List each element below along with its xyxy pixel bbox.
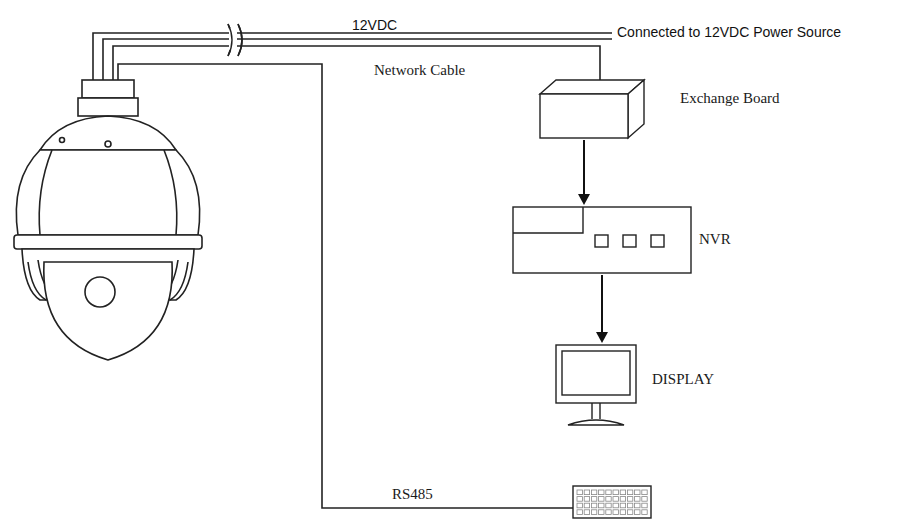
box-side bbox=[628, 80, 644, 138]
nvr-case bbox=[513, 207, 691, 273]
key bbox=[577, 497, 582, 502]
signal-label: RS485 bbox=[392, 486, 433, 503]
display-monitor-outline bbox=[556, 345, 636, 425]
key bbox=[642, 510, 647, 515]
dome-band bbox=[14, 235, 202, 249]
key bbox=[584, 503, 589, 508]
network-cable bbox=[113, 46, 600, 84]
key bbox=[635, 503, 640, 508]
key bbox=[577, 490, 582, 495]
keyboard-keys bbox=[577, 490, 647, 514]
node-label: NVR bbox=[699, 231, 731, 248]
key bbox=[642, 490, 647, 495]
key bbox=[591, 490, 596, 495]
key bbox=[642, 497, 647, 502]
key bbox=[606, 497, 611, 502]
node-label: DISPLAY bbox=[652, 371, 714, 388]
key bbox=[599, 497, 604, 502]
keyboard-body bbox=[573, 486, 651, 518]
key bbox=[591, 497, 596, 502]
speed-dome-camera bbox=[14, 80, 202, 360]
key bbox=[584, 497, 589, 502]
arrow-head bbox=[578, 194, 590, 205]
nvr-box-outline bbox=[513, 207, 691, 273]
key bbox=[599, 503, 604, 508]
power-note: Connected to 12VDC Power Source bbox=[617, 24, 841, 40]
flow-arrow bbox=[596, 275, 608, 343]
box-front bbox=[540, 94, 628, 138]
lens bbox=[85, 277, 115, 307]
key bbox=[591, 510, 596, 515]
monitor-bezel bbox=[556, 345, 636, 403]
power-cable bbox=[93, 33, 612, 80]
key bbox=[577, 510, 582, 515]
key bbox=[591, 503, 596, 508]
key bbox=[613, 503, 618, 508]
key bbox=[635, 490, 640, 495]
key bbox=[635, 497, 640, 502]
monitor-neck bbox=[592, 403, 600, 419]
dome-upper bbox=[16, 150, 199, 235]
mount-neck bbox=[78, 98, 138, 116]
power-cable bbox=[103, 39, 612, 80]
exchange-board-outline bbox=[540, 80, 644, 138]
arrow-shaft bbox=[601, 275, 603, 333]
key bbox=[627, 510, 632, 515]
key bbox=[613, 497, 618, 502]
screw bbox=[60, 138, 65, 143]
dome-seam bbox=[39, 150, 177, 235]
key bbox=[577, 503, 582, 508]
dome-bubble bbox=[44, 262, 172, 360]
key bbox=[606, 510, 611, 515]
box-top bbox=[540, 80, 644, 94]
break-mark bbox=[228, 24, 242, 56]
monitor-stand bbox=[568, 420, 624, 425]
arrow-shaft bbox=[583, 140, 585, 195]
key bbox=[606, 503, 611, 508]
key bbox=[620, 503, 625, 508]
dome-cap bbox=[40, 116, 176, 150]
key bbox=[620, 510, 625, 515]
break-mark bbox=[228, 24, 242, 56]
voltage-label: 12VDC bbox=[352, 17, 397, 33]
key bbox=[642, 503, 647, 508]
key bbox=[627, 490, 632, 495]
key bbox=[584, 510, 589, 515]
mount-top bbox=[82, 80, 134, 98]
monitor-screen bbox=[562, 351, 630, 395]
key bbox=[635, 510, 640, 515]
nvr-panel bbox=[513, 207, 583, 233]
key bbox=[620, 497, 625, 502]
key bbox=[599, 490, 604, 495]
nvr-button bbox=[595, 235, 608, 247]
key bbox=[606, 490, 611, 495]
nvr-button bbox=[623, 235, 636, 247]
arrow-head bbox=[596, 332, 608, 343]
node-label: Exchange Board bbox=[680, 90, 780, 107]
key bbox=[584, 490, 589, 495]
display-monitor: DISPLAY bbox=[556, 345, 636, 425]
flow-arrow bbox=[578, 140, 590, 205]
cable-label: Network Cable bbox=[374, 62, 465, 79]
exchange-board: Exchange Board bbox=[540, 80, 644, 138]
screw bbox=[105, 141, 111, 147]
key bbox=[613, 490, 618, 495]
key bbox=[613, 510, 618, 515]
nvr-box: NVR bbox=[513, 207, 691, 273]
key bbox=[599, 510, 604, 515]
keyboard bbox=[573, 486, 651, 518]
key bbox=[620, 490, 625, 495]
key bbox=[627, 497, 632, 502]
nvr-button bbox=[651, 235, 664, 247]
key bbox=[627, 503, 632, 508]
